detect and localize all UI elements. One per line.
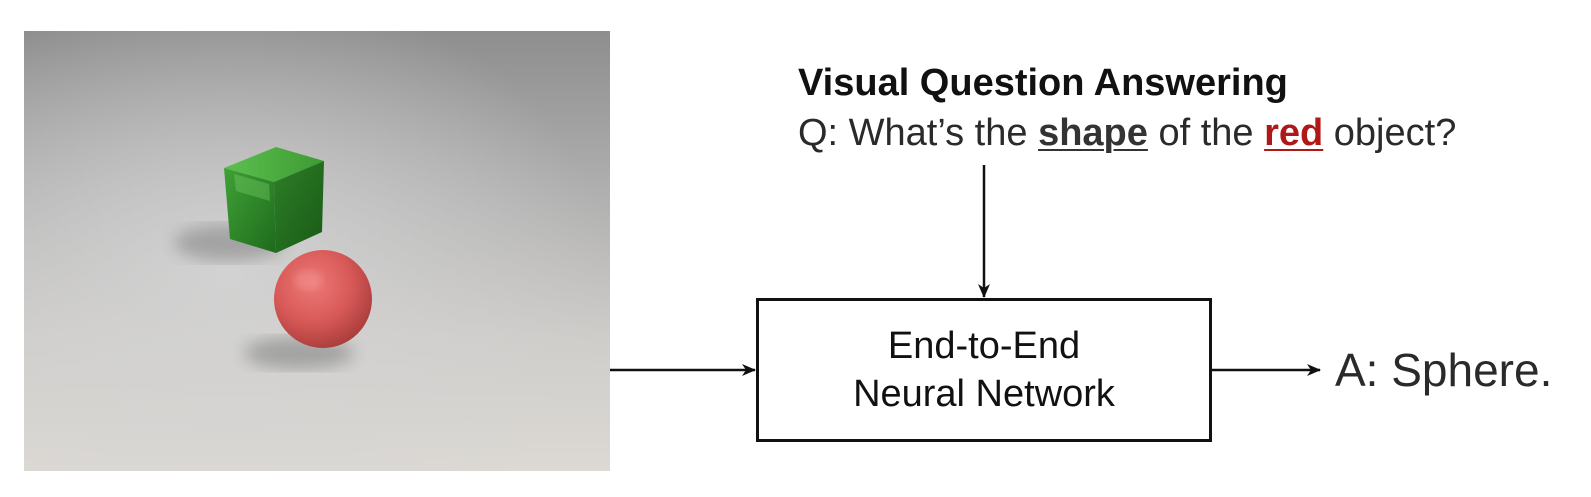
input-scene-image: [24, 31, 610, 471]
question-suffix: object?: [1323, 112, 1457, 154]
keyword-shape: shape: [1038, 112, 1148, 154]
model-label-line1: End-to-End: [887, 325, 1081, 367]
answer-text: A: Sphere.: [1335, 344, 1553, 396]
diagram-title: Visual Question Answering: [798, 62, 1288, 104]
question-text: Q: What’s the shape of the red object?: [798, 112, 1456, 155]
green-cube: [224, 147, 324, 253]
question-prefix: Q: What’s the: [798, 112, 1039, 154]
neural-network-box: End-to-End Neural Network: [756, 298, 1212, 442]
model-label-line2: Neural Network: [853, 373, 1115, 415]
red-sphere: [274, 250, 372, 348]
question-mid: of the: [1147, 112, 1265, 154]
keyword-red: red: [1264, 112, 1324, 154]
